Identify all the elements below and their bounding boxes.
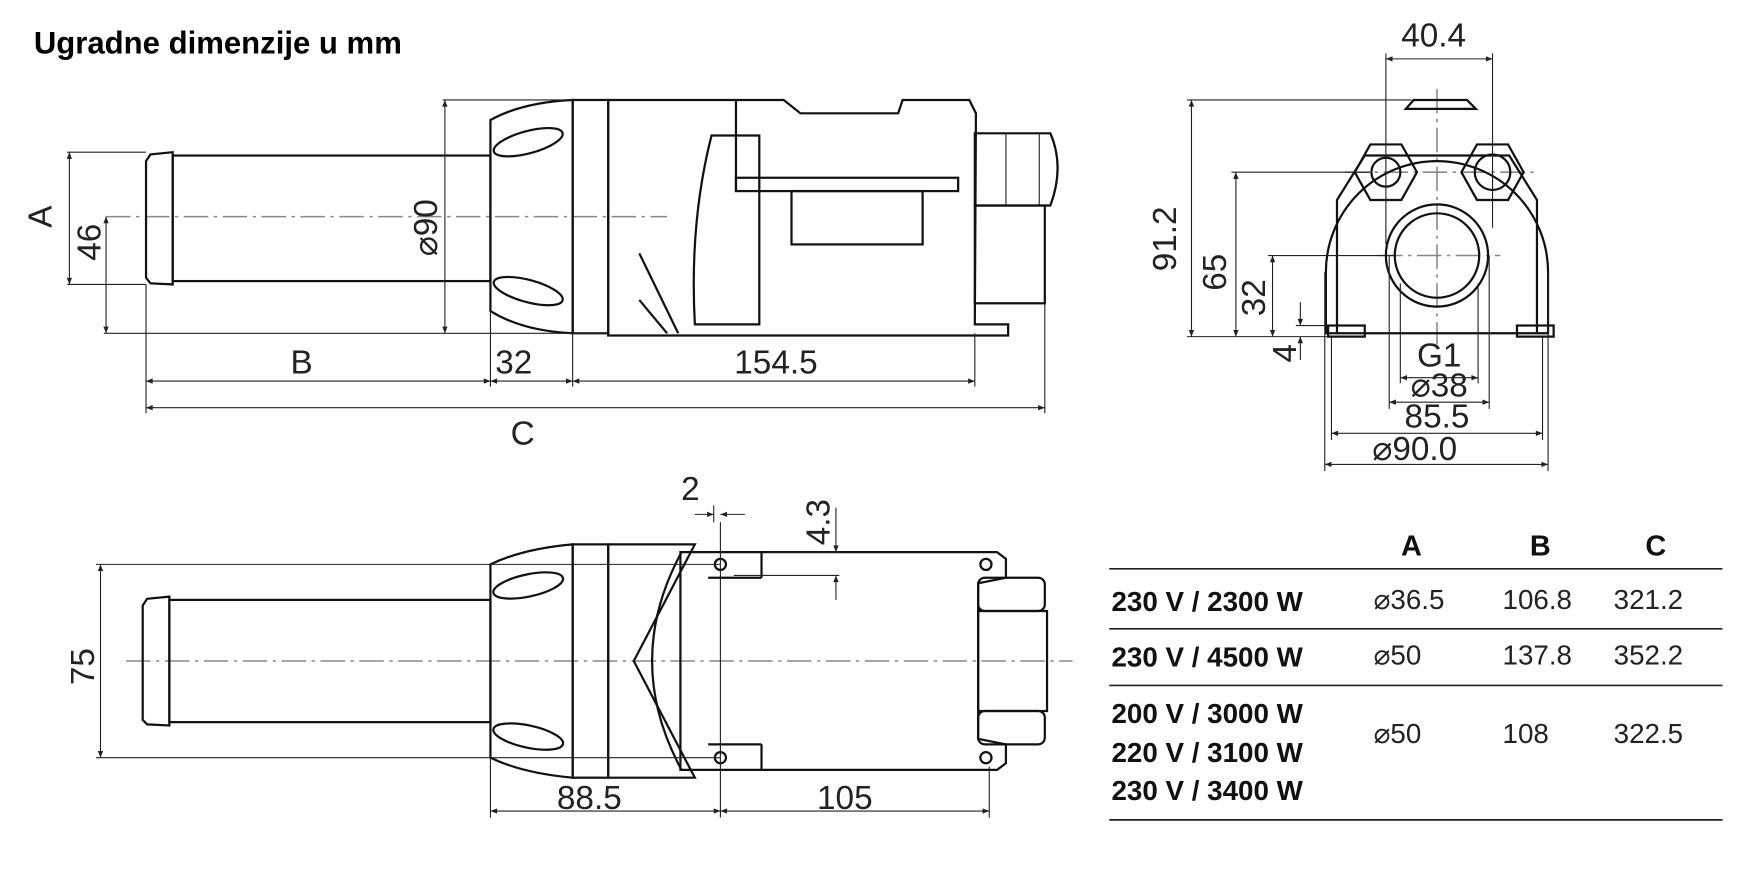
cell-B: 106.8 [1503, 584, 1572, 615]
table-row: 230 V / 2300 W ⌀36.5 106.8 321.2 [1111, 584, 1683, 617]
nozzle-ring [144, 150, 174, 286]
dim-G1: G1 [1417, 338, 1461, 375]
dim-154-5: 154.5 [734, 344, 817, 381]
dim-A: A [23, 205, 60, 228]
mount-hole [979, 557, 993, 572]
row-label: 230 V / 2300 W [1111, 586, 1303, 617]
dim-65: 65 [1197, 254, 1234, 291]
dim-2: 2 [681, 471, 700, 508]
front-view: 40.4 91.2 65 32 4 G1 ⌀38 85.5 ⌀90.0 [1147, 18, 1555, 472]
cell-C: 321.2 [1614, 584, 1683, 615]
connector [973, 204, 1046, 305]
vent-slot [492, 126, 564, 158]
connector [977, 609, 1049, 713]
dim-4-3: 4.3 [800, 499, 837, 545]
dim-75: 75 [65, 648, 102, 685]
dim-40-4: 40.4 [1401, 18, 1466, 55]
body-housing [607, 98, 1010, 337]
dim-diameter-90: ⌀90 [408, 199, 445, 256]
cell-A: ⌀50 [1374, 718, 1422, 749]
nozzle-ring [141, 595, 171, 727]
bottom-view: 75 88.5 105 2 4.3 [65, 471, 1073, 818]
side-view: A 46 ⌀90 B 32 154.5 C [23, 98, 1059, 452]
dim-4: 4 [1267, 344, 1304, 363]
top-knob [1403, 98, 1479, 110]
col-header-B: B [1530, 530, 1551, 562]
cell-B: 108 [1503, 718, 1549, 749]
page-title: Ugradne dimenzije u mm [34, 25, 402, 60]
row-label: 230 V / 4500 W [1111, 642, 1303, 673]
cell-C: 352.2 [1614, 639, 1683, 670]
cell-A: ⌀36.5 [1374, 584, 1445, 615]
dim-91-2: 91.2 [1147, 206, 1184, 271]
row-label: 220 V / 3100 W [1111, 737, 1303, 768]
cable-gland [973, 132, 1059, 207]
mount-hole [979, 751, 993, 765]
dim-105: 105 [817, 780, 873, 817]
dim-32: 32 [495, 344, 532, 381]
gland-right [1460, 143, 1525, 202]
dim-diameter-38: ⌀38 [1411, 368, 1468, 405]
dimension-table: A B C 230 V / 2300 W ⌀36.5 106.8 321.2 2… [1109, 530, 1723, 821]
dim-diameter-90-0: ⌀90.0 [1372, 431, 1457, 468]
row-label: 200 V / 3000 W [1111, 698, 1303, 729]
vent-slot [492, 275, 564, 307]
dim-85-5: 85.5 [1405, 399, 1470, 436]
dim-88-5: 88.5 [557, 780, 622, 817]
dim-46: 46 [71, 224, 108, 261]
cell-B: 137.8 [1503, 639, 1572, 670]
table-row: 230 V / 4500 W ⌀50 137.8 352.2 [1111, 639, 1683, 672]
window [692, 134, 761, 326]
cell-A: ⌀50 [1374, 639, 1422, 670]
foot [1515, 324, 1555, 338]
dim-C: C [511, 415, 535, 452]
cell-C: 322.5 [1614, 718, 1683, 749]
foot [1326, 324, 1366, 338]
dim-B: B [290, 344, 312, 381]
col-header-C: C [1645, 530, 1666, 562]
housing-outline [1324, 159, 1550, 335]
table-row: 200 V / 3000 W 220 V / 3100 W 230 V / 34… [1111, 698, 1683, 806]
dim-32-height: 32 [1236, 279, 1273, 316]
row-label: 230 V / 3400 W [1111, 775, 1303, 806]
col-header-A: A [1401, 530, 1422, 562]
